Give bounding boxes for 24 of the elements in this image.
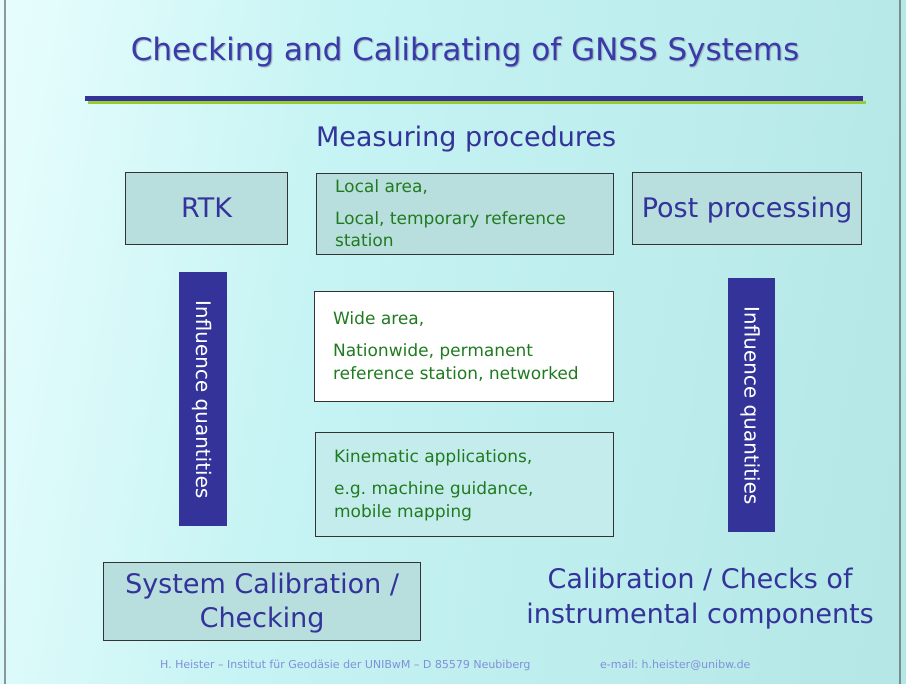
- footer-text: H. Heister – Institut für Geodäsie der UNIBwM – D 85579 Neubiberg: [160, 658, 532, 672]
- process-box: [103, 562, 421, 641]
- section-heading: Calibration / Checks of instrumental components: [525, 563, 875, 632]
- box-label: RTK: [180, 192, 234, 226]
- box-text: Local, temporary reference station: [334, 208, 567, 252]
- info-box: [316, 173, 614, 255]
- info-box: [314, 291, 614, 402]
- bar-label: Influence quantities: [740, 306, 764, 504]
- box-text: Nationwide, permanent reference station, networked: [332, 340, 580, 385]
- bar-label: Influence quantities: [191, 300, 215, 498]
- process-box: [125, 172, 288, 245]
- vertical-bar: [728, 278, 775, 532]
- box-label: Post processing: [640, 192, 854, 226]
- process-box: [632, 172, 862, 245]
- footer-text: e-mail: h.heister@unibw.de: [600, 658, 752, 672]
- box-heading: Wide area,: [332, 308, 426, 330]
- box-heading: Local area,: [334, 176, 429, 198]
- box-text: e.g. machine guidance, mobile mapping: [333, 478, 534, 523]
- vertical-bar: [179, 272, 227, 526]
- box-heading: Kinematic applications,: [333, 446, 534, 468]
- section-heading: Measuring procedures: [314, 121, 618, 155]
- box-label: System Calibration / Checking: [124, 568, 400, 636]
- info-box: [315, 432, 614, 537]
- title: Checking and Calibrating of GNSS Systems: [130, 32, 800, 68]
